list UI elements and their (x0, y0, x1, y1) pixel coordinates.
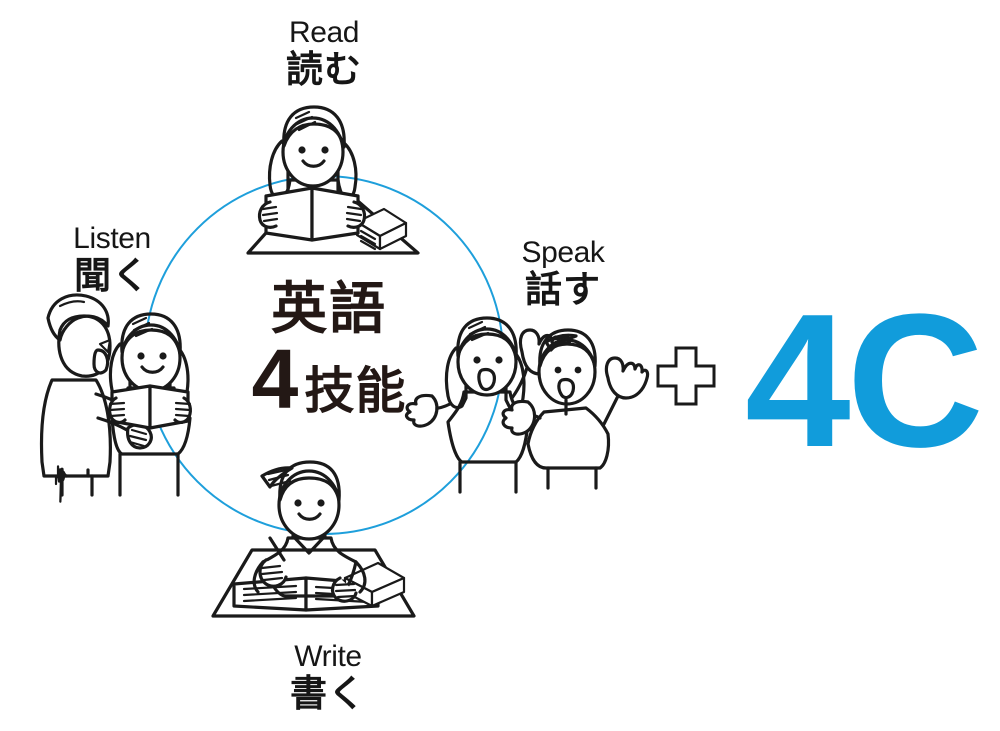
write-pencil (268, 536, 286, 562)
skill-label-read: Read 読む (224, 16, 424, 91)
plus-outline-icon (656, 346, 716, 406)
center-wordmark-skills-line: 4 技能 (214, 332, 444, 426)
skill-label-write: Write 書く (238, 640, 418, 715)
listen-student-orange (108, 312, 192, 497)
write-hair (278, 460, 341, 502)
write-arm-right (354, 560, 367, 594)
read-eye-right (321, 146, 329, 154)
speak-girl-hair-top (456, 316, 518, 359)
speak-girl-eye-left (473, 356, 481, 364)
center-wordmark-kanji: 技能 (304, 362, 407, 420)
speak-girl-legs (458, 460, 518, 494)
speak-boy-hair-fringe (544, 333, 578, 352)
listen-orange-eye-left (137, 352, 145, 360)
skill-label-read-ja: 読む (286, 48, 362, 91)
listen-blonde-mouth (92, 348, 110, 375)
read-hair-front (282, 105, 346, 149)
skill-label-write-ja: 書く (290, 672, 366, 715)
listen-orange-mouth (140, 365, 165, 374)
write-eye-right (317, 499, 325, 507)
illustration-listen (39, 293, 192, 503)
skill-label-write-en: Write (294, 640, 362, 673)
listen-blonde-hair (46, 293, 110, 342)
listen-blonde-legs (60, 474, 94, 497)
write-eye-left (294, 499, 302, 507)
write-mouth (297, 512, 322, 521)
speak-student-girl (404, 316, 567, 494)
read-book-right (310, 186, 360, 242)
write-desk (211, 548, 416, 618)
skill-label-speak-en: Speak (521, 236, 605, 269)
illustration-write (211, 460, 416, 618)
read-hands (257, 200, 367, 229)
speak-girl-hair-left (444, 346, 468, 410)
skill-label-read-en: Read (288, 16, 360, 49)
read-head (281, 116, 345, 188)
speak-boy-mouth (557, 377, 576, 400)
skill-label-listen: Listen 聞く (22, 222, 202, 297)
speak-girl-head (456, 327, 518, 397)
listen-orange-legs (118, 452, 180, 497)
illustration-read (246, 105, 420, 255)
listen-student-blonde (39, 293, 153, 503)
skill-label-speak-ja: 話す (525, 268, 601, 311)
speak-girl-hand-side (404, 393, 439, 428)
skill-label-speak: Speak 話す (478, 236, 648, 311)
speak-boy-eye-left (554, 366, 562, 374)
center-wordmark-language: 英語 (271, 277, 387, 342)
read-eye-left (298, 146, 306, 154)
speak-student-boy (501, 328, 650, 490)
write-hair-fringe (260, 466, 294, 489)
speak-girl-eye-right (495, 356, 503, 364)
speak-boy-shirt (526, 406, 611, 470)
center-wordmark: 英語 4 技能 (214, 277, 444, 426)
speak-boy-hand-right (604, 356, 650, 400)
illustration-speak (404, 316, 650, 494)
four-c-label: 4C (745, 275, 984, 487)
speak-boy-legs (546, 466, 598, 490)
write-head (277, 469, 341, 541)
listen-orange-eye-right (159, 352, 167, 360)
speak-boy-hand-left (501, 399, 537, 436)
speak-girl-mouth (477, 367, 496, 392)
skill-label-listen-ja: 聞く (74, 254, 150, 297)
listen-blonde-ear (98, 338, 112, 354)
skill-label-listen-en: Listen (73, 222, 151, 255)
center-wordmark-numeral: 4 (251, 332, 299, 426)
read-mouth (301, 159, 326, 168)
write-collar (291, 534, 327, 555)
speak-boy-eye-right (574, 366, 582, 374)
listen-orange-hair-top (120, 312, 182, 355)
